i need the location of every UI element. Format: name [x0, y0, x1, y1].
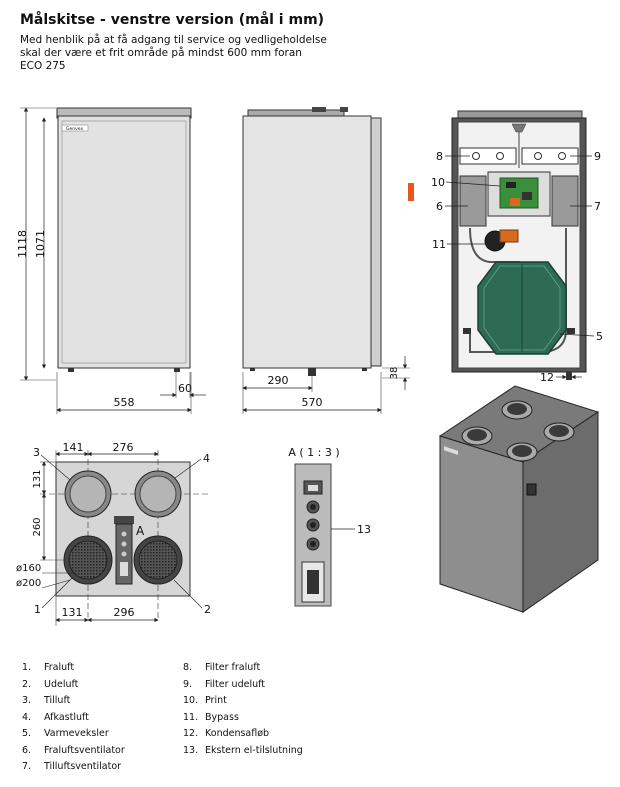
callout-9: 9	[594, 150, 601, 163]
legend-item: 5.Varmeveksler	[22, 728, 109, 739]
legend-item: 3.Tilluft	[22, 695, 71, 706]
top-x1-label: 141	[63, 441, 84, 454]
callout-13: 13	[357, 523, 371, 536]
top-x2-label: 276	[113, 441, 134, 454]
front-panel	[57, 115, 191, 369]
callout-11: 11	[432, 238, 446, 251]
accent-marker	[408, 183, 414, 201]
top-view: A 141 276 131 260 131 296 ø160 ø200 3 4 …	[16, 441, 211, 626]
model-name: ECO 275	[20, 60, 66, 72]
detail-label: A ( 1 : 3 )	[288, 446, 339, 459]
top-y1-label: 131	[32, 469, 43, 488]
legend-item: 10.Print	[183, 695, 227, 706]
callout-10: 10	[431, 176, 445, 189]
page-title: Målskitse - venstre version (mål i mm)	[20, 12, 325, 28]
iso-duct-2	[501, 400, 533, 420]
legend-item: 4.Afkastluft	[22, 711, 89, 723]
height-total-label: 1118	[16, 230, 29, 258]
subtitle-line-2: skal der være et frit område på mindst 6…	[20, 47, 302, 59]
legend-item: 8.Filter fraluft	[183, 662, 261, 673]
duct-udeluft	[133, 535, 183, 585]
front-view: Genvex 1118 1071 60 558	[16, 107, 206, 414]
legend-left: 1.Fraluft 2.Udeluft 3.Tilluft 4.Afkastlu…	[22, 660, 125, 776]
iso-duct-3	[506, 442, 538, 462]
duct-afkastluft	[134, 470, 182, 518]
top-y2-label: 260	[32, 517, 43, 536]
detail-marker: A	[136, 524, 145, 538]
internal-view	[451, 110, 587, 380]
callout-6: 6	[436, 200, 443, 213]
legend-item: 12.Kondensafløb	[183, 728, 270, 739]
foot-label: 60	[178, 382, 192, 395]
duct-tilluft	[64, 470, 112, 518]
legend-item: 1.Fraluft	[22, 662, 75, 673]
side-view: 290 570 38	[242, 107, 410, 414]
duct-fraluft	[63, 535, 113, 585]
legend-item: 9.Filter udeluft	[183, 678, 266, 690]
legend-right: 8.Filter fraluft 9.Filter udeluft 10.Pri…	[183, 660, 303, 759]
legend-item: 2.Udeluft	[22, 678, 79, 690]
legend-item: 13.Ekstern el-tilslutning	[183, 744, 303, 756]
internal-callouts: 8 9 10 6 7 11 5 12	[431, 150, 603, 384]
callout-7: 7	[594, 200, 601, 213]
height-body-label: 1071	[34, 230, 47, 258]
bottom-x2-label: 296	[114, 606, 135, 619]
bottom-x1-label: 131	[62, 606, 83, 619]
dia-outer-label: ø200	[16, 578, 41, 589]
callout-1: 1	[34, 603, 41, 616]
iso-front	[439, 435, 524, 613]
dia-inner-label: ø160	[16, 563, 41, 574]
detail-a: A ( 1 : 3 ) 13	[288, 446, 371, 607]
side-panel	[242, 115, 372, 369]
legend-item: 6.Fraluftsventilator	[22, 744, 125, 756]
subtitle-line-1: Med henblik på at få adgang til service …	[20, 34, 327, 46]
fan-tilluft	[551, 175, 579, 227]
isometric-view	[438, 385, 600, 613]
iso-duct-1	[461, 426, 493, 446]
legend-item: 7.Tilluftsventilator	[22, 761, 122, 772]
iso-duct-4	[543, 422, 575, 442]
callout-3: 3	[33, 446, 40, 459]
filter-udeluft-box	[521, 147, 579, 165]
callout-8: 8	[436, 150, 443, 163]
brand-badge-text: Genvex	[66, 126, 83, 132]
brand-badge	[61, 124, 89, 132]
width-side-label: 570	[302, 396, 323, 409]
side-foot-label: 38	[389, 367, 400, 380]
side-offset-label: 290	[268, 374, 289, 387]
callout-2: 2	[204, 603, 211, 616]
callout-4: 4	[203, 452, 210, 465]
width-front-label: 558	[114, 396, 135, 409]
callout-5: 5	[596, 330, 603, 343]
callout-12: 12	[540, 371, 554, 384]
legend-item: 11.Bypass	[183, 711, 239, 723]
